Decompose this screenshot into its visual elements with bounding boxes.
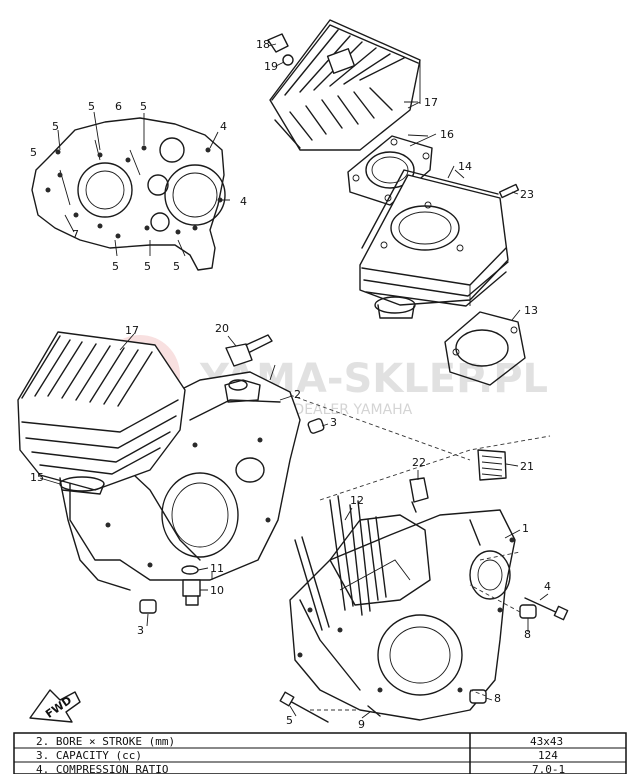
crankcase-gasket bbox=[31, 111, 230, 271]
assembly-guide-lines bbox=[289, 394, 551, 711]
callout-5-h: 5 bbox=[286, 714, 293, 727]
spec-row-capacity-value: 124 bbox=[538, 749, 558, 762]
callout-8-a: 8 bbox=[524, 628, 531, 641]
callout-11: 11 bbox=[210, 562, 224, 575]
part-callouts: 18 19 17 16 14 23 13 5 6 5 5 4 5 4 7 5 5… bbox=[30, 38, 551, 731]
head-gasket bbox=[347, 134, 433, 206]
callout-5-e: 5 bbox=[112, 260, 119, 273]
callout-10: 10 bbox=[210, 584, 224, 597]
callout-12: 12 bbox=[350, 494, 364, 507]
callout-4-b: 4 bbox=[240, 195, 247, 208]
spec-table: 2. BORE × STROKE (mm) 43x43 3. CAPACITY … bbox=[13, 732, 627, 774]
callout-5-g: 5 bbox=[173, 260, 180, 273]
cylinder-head-assembled bbox=[17, 331, 186, 495]
base-gasket bbox=[444, 311, 526, 386]
cylinder-head-top bbox=[267, 19, 421, 151]
callout-20: 20 bbox=[215, 322, 229, 335]
callout-5-c: 5 bbox=[52, 120, 59, 133]
callout-6: 6 bbox=[115, 100, 122, 113]
callout-7: 7 bbox=[72, 228, 79, 241]
callout-9: 9 bbox=[358, 718, 365, 731]
callout-3-a: 3 bbox=[330, 416, 337, 429]
callout-1: 1 bbox=[522, 522, 529, 535]
callout-13: 13 bbox=[524, 304, 538, 317]
callout-5-f: 5 bbox=[144, 260, 151, 273]
dowel-pin bbox=[498, 183, 520, 199]
callout-5-d: 5 bbox=[30, 146, 37, 159]
reed-valve bbox=[477, 449, 507, 481]
callout-17-top: 17 bbox=[424, 96, 438, 109]
callout-2: 2 bbox=[294, 388, 301, 401]
spec-row-bore-value: 43x43 bbox=[530, 735, 563, 748]
callout-3-b: 3 bbox=[137, 624, 144, 637]
callout-5-a: 5 bbox=[88, 100, 95, 113]
spec-row-compression-value: 7.0-1 bbox=[532, 763, 565, 774]
callout-18: 18 bbox=[256, 38, 270, 51]
spec-row-capacity-label: 3. CAPACITY (cc) bbox=[36, 749, 142, 762]
callout-17-assembled: 17 bbox=[125, 324, 139, 337]
small-hardware-left bbox=[139, 418, 325, 614]
forward-direction-arrow: FWD bbox=[29, 689, 81, 723]
callout-23: 23 bbox=[520, 188, 534, 201]
cylinder-block bbox=[359, 169, 509, 319]
callout-14: 14 bbox=[458, 160, 472, 173]
callout-19: 19 bbox=[264, 60, 278, 73]
breather-fitting bbox=[225, 334, 273, 391]
spec-row-bore-label: 2. BORE × STROKE (mm) bbox=[36, 735, 175, 748]
spec-row-compression-label: 4. COMPRESSION RATIO bbox=[36, 763, 168, 774]
callout-4-a: 4 bbox=[220, 120, 227, 133]
small-hardware-right bbox=[279, 597, 569, 723]
callout-22: 22 bbox=[412, 456, 426, 469]
fitting-22 bbox=[409, 477, 429, 513]
callout-8-b: 8 bbox=[494, 692, 501, 705]
callout-4-c: 4 bbox=[544, 580, 551, 593]
right-crankcase bbox=[289, 495, 516, 721]
callout-21: 21 bbox=[520, 460, 534, 473]
callout-15: 15 bbox=[30, 471, 44, 484]
callout-16: 16 bbox=[440, 128, 454, 141]
callout-5-b: 5 bbox=[140, 100, 147, 113]
